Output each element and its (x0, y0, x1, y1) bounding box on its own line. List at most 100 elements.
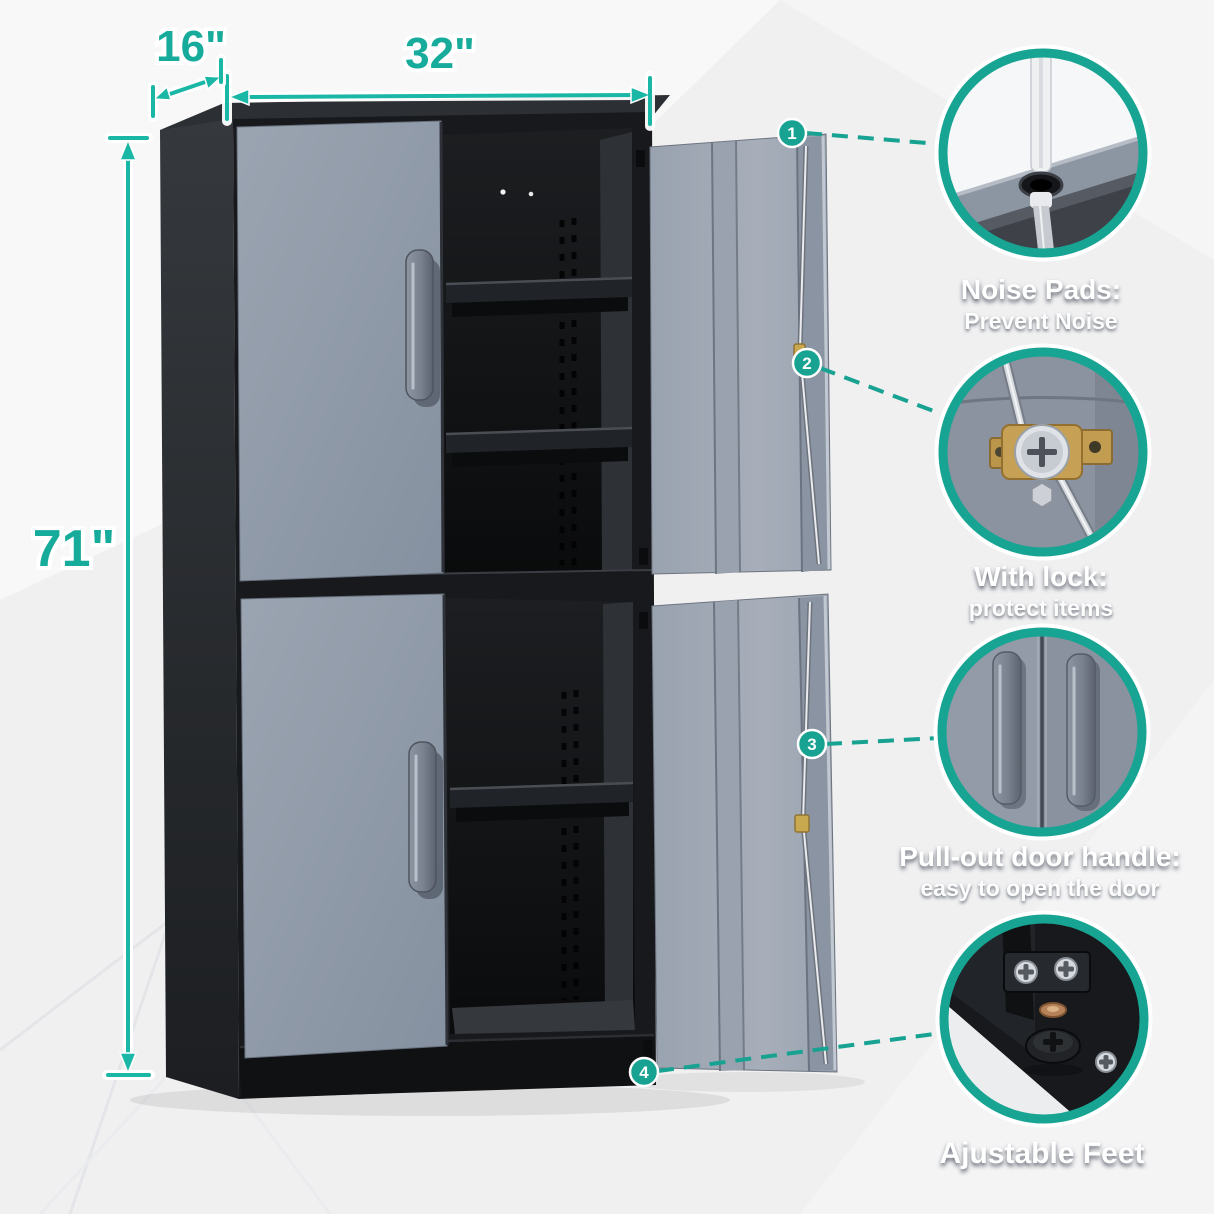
feature-title: Ajustable Feet (939, 1137, 1144, 1170)
badge-number: 4 (639, 1063, 649, 1082)
grommet-hole (1030, 179, 1052, 191)
upper-compartment (443, 128, 633, 574)
shelf-underside (456, 802, 629, 822)
badge-2: 2 (791, 347, 823, 379)
callout-connectors (657, 131, 953, 1073)
lower-closed-door (240, 593, 449, 1059)
stiffener-edge (737, 599, 745, 1071)
width-label: 32" (405, 29, 475, 78)
callout-badges: 1 2 3 4 (628, 117, 828, 1088)
feature-title: Noise Pads: (961, 274, 1121, 305)
arrowhead-left (226, 87, 250, 107)
width-dimension: 32" (222, 25, 655, 131)
door-groove (951, 396, 1139, 405)
door-hinge (639, 612, 648, 629)
arrowhead-top (118, 137, 138, 161)
pull-handle-right (1066, 653, 1096, 807)
height-label: 71" (33, 520, 116, 578)
support-rod (1033, 206, 1054, 250)
door-panel (651, 593, 838, 1073)
feature-subtitle: protect items (969, 595, 1113, 621)
upper-open-door (636, 133, 832, 575)
door-hinge (636, 150, 645, 167)
shelf-edge-highlight (445, 426, 633, 436)
arrowhead-upper (202, 75, 223, 91)
screw-slot (1058, 966, 1074, 972)
upper-interior-right-wall (600, 132, 632, 572)
pull-handle-left (992, 651, 1022, 805)
door-rim-highlight (823, 595, 837, 1071)
noise-pad-photo (946, 56, 1140, 250)
lower-open-door (639, 593, 838, 1073)
feature-lock: With lock: protect items (934, 343, 1152, 621)
badge-circle (776, 117, 808, 149)
door-stiffener (712, 141, 740, 574)
door-panel (649, 133, 832, 575)
circle-ring (938, 347, 1148, 557)
door-hinge (643, 1040, 652, 1057)
shelf-underside (452, 297, 628, 317)
connector-3 (825, 736, 940, 746)
arrowhead-right (630, 85, 654, 105)
circle-ring (938, 48, 1148, 258)
upper-closed-door (236, 120, 445, 582)
door-rim-highlight (821, 135, 831, 570)
badge-4: 4 (628, 1056, 660, 1088)
feature-subtitle: easy to open the door (921, 875, 1160, 901)
connector-2 (819, 366, 953, 420)
height-dimension: 71" (29, 133, 155, 1080)
badge-number: 2 (802, 354, 811, 373)
door-hinge (639, 548, 648, 565)
badge-1: 1 (776, 117, 808, 149)
depth-arrow-line (165, 79, 210, 97)
stiffener-edge (713, 601, 721, 1072)
interior-dot (500, 189, 506, 195)
bracket-hole (1089, 441, 1101, 453)
foot-screw-slot (1043, 1039, 1063, 1045)
lock-nut (1031, 482, 1053, 508)
washer-center (1047, 1006, 1059, 1012)
shelf-edge-highlight (445, 276, 633, 286)
badge-number: 3 (807, 735, 816, 754)
door-handle (408, 741, 437, 893)
depth-label: 16" (156, 22, 226, 71)
interior-dot (528, 191, 534, 197)
lock-cam (794, 814, 810, 833)
feature-subtitle: Prevent Noise (964, 308, 1117, 334)
badge-circle (791, 347, 823, 379)
stiffener-edge (711, 142, 717, 575)
connector-4 (657, 1031, 943, 1073)
badge-circle (628, 1056, 660, 1088)
door-panel (236, 120, 444, 582)
pad-below (1030, 192, 1052, 208)
connector-1 (805, 131, 940, 146)
door-seam (439, 121, 445, 573)
shelf-underside (452, 447, 628, 467)
arrowhead-bottom (118, 1052, 138, 1076)
lower-compartment (446, 598, 635, 1034)
badge-3: 3 (796, 728, 828, 760)
screw-slot (1099, 1059, 1113, 1065)
feature-handles: Pull-out door handle: easy to open the d… (899, 623, 1181, 901)
rod-highlight (1039, 205, 1045, 250)
shelf-edge-highlight (449, 781, 634, 791)
feature-feet: Ajustable Feet (935, 910, 1153, 1170)
circle-ring (937, 627, 1147, 837)
screw-slot (1018, 969, 1034, 975)
width-arrow-line (242, 93, 638, 99)
circle-ring (939, 914, 1149, 1124)
arrowhead-lower (152, 85, 173, 101)
door-stiffener (714, 600, 744, 1071)
badge-circle (796, 728, 828, 760)
foot-shadow (1023, 1064, 1083, 1076)
rod-upper-sheen (1003, 355, 1024, 433)
feature-noise-pads: Noise Pads: Prevent Noise (934, 44, 1152, 334)
cabinet-floor (452, 1000, 635, 1034)
floor-shadow (625, 1072, 865, 1092)
door-handle (405, 249, 434, 401)
phillips-slot-h (1027, 449, 1057, 455)
cabinet (160, 95, 838, 1099)
feature-title: With lock: (974, 561, 1108, 592)
